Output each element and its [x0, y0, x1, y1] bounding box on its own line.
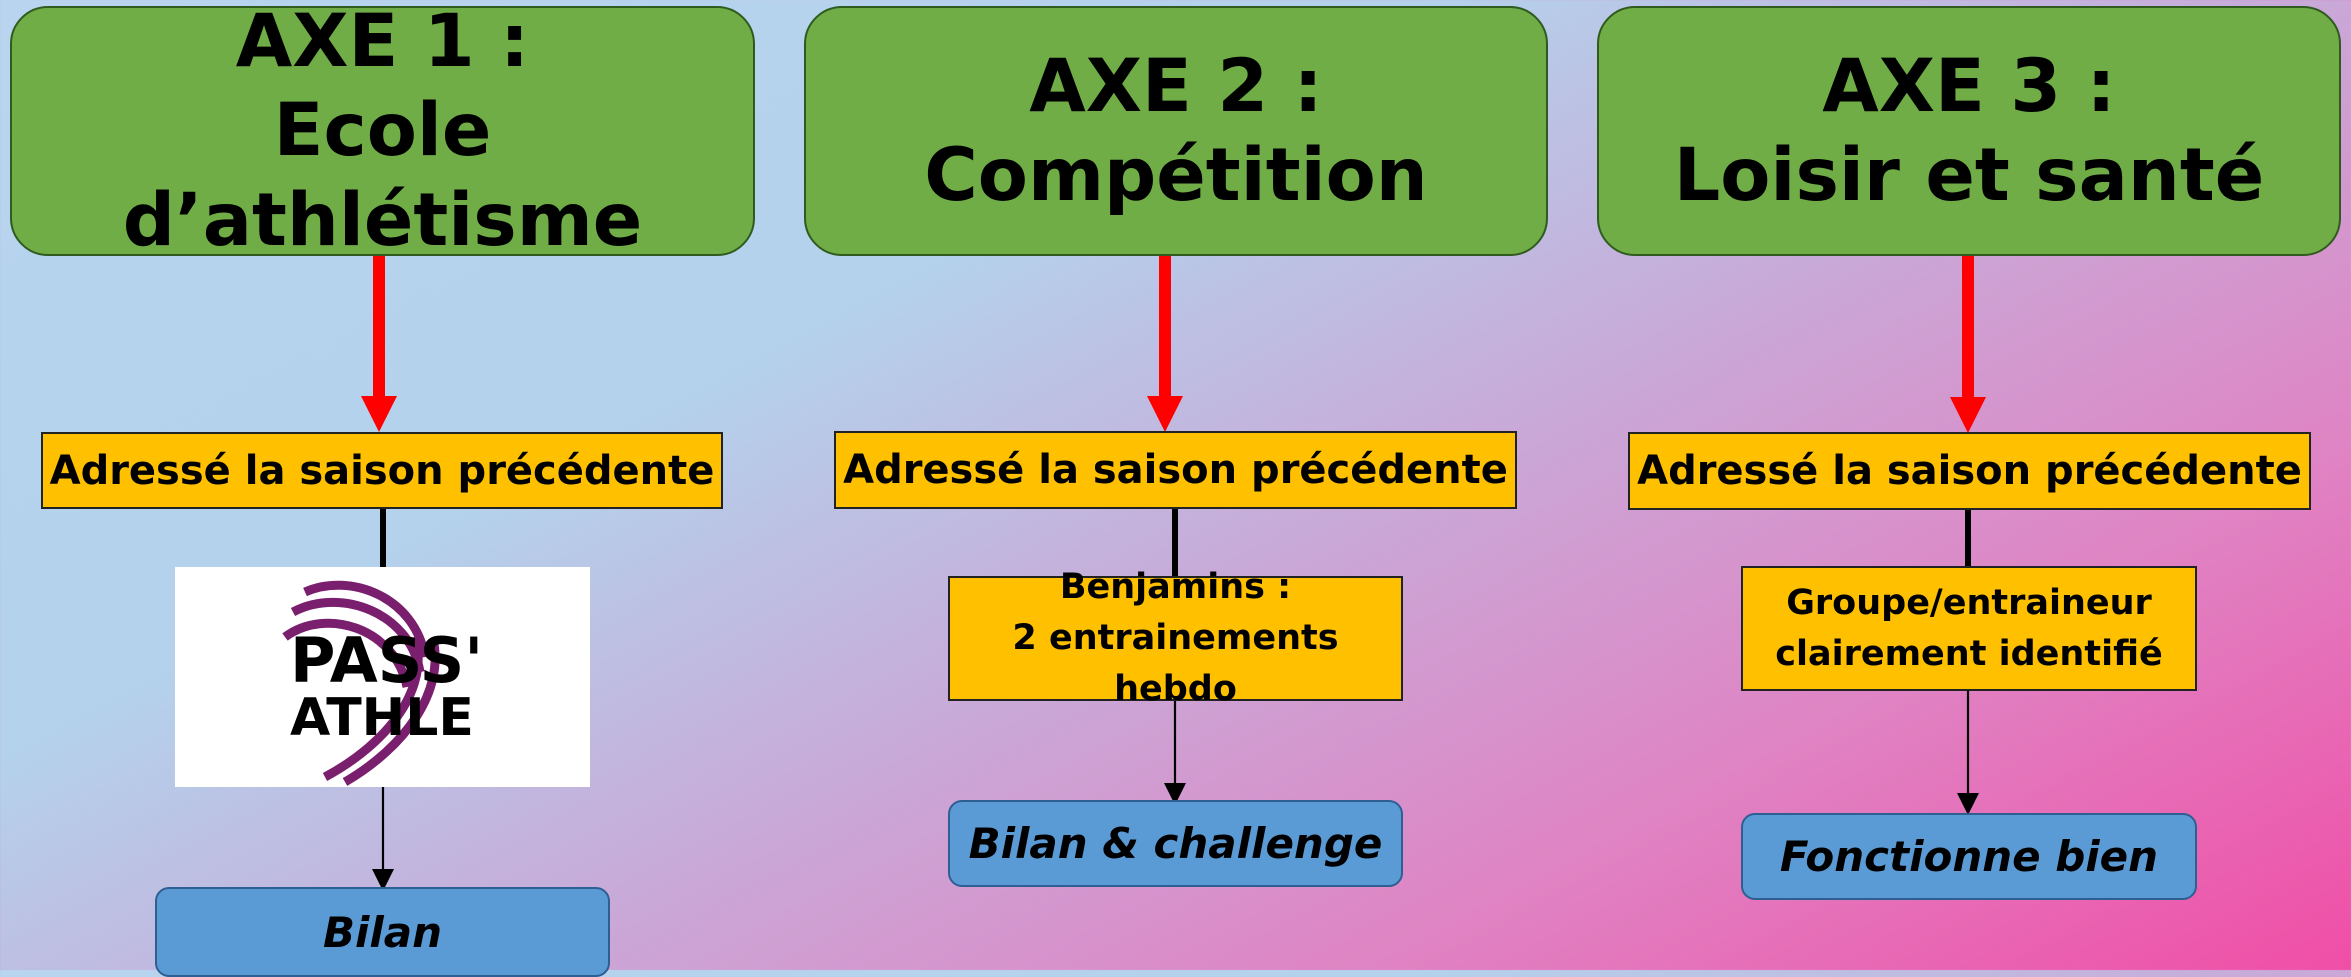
axe-1-subtitle: Ecole d’athlétisme — [122, 88, 643, 263]
axe-2-subtitle: Compétition — [924, 133, 1428, 218]
logo-line-2: ATHLE — [290, 688, 474, 748]
axe-2-header: AXE 2 : Compétition — [804, 6, 1548, 256]
axe-3-status: Adressé la saison précédente — [1628, 432, 2311, 510]
axe-3-result: Fonctionne bien — [1741, 813, 2197, 900]
logo-line-1: PASS' — [290, 624, 483, 697]
axe-1-title: AXE 1 : — [235, 0, 530, 85]
axe-2-title: AXE 2 : — [1029, 43, 1323, 129]
axe-3-title: AXE 3 : — [1822, 43, 2116, 129]
axe-1-header: AXE 1 : Ecole d’athlétisme — [10, 0, 755, 263]
axe-3-detail: Groupe/entraineur clairement identifié — [1741, 566, 2197, 691]
red-arrow-2 — [1147, 256, 1183, 432]
axe-2-result: Bilan & challenge — [948, 800, 1403, 887]
axe-2-detail: Benjamins : 2 entrainements hebdo — [948, 567, 1403, 709]
logo-swoosh — [282, 580, 440, 786]
axe-3-header: AXE 3 : Loisir et santé — [1597, 6, 2341, 256]
red-arrow-1 — [361, 256, 397, 432]
axe-3-detail-line-2: clairement identifié — [1775, 633, 2163, 674]
axe-3-detail-line-1: Groupe/entraineur — [1786, 582, 2152, 623]
red-arrow-3 — [1950, 256, 1986, 433]
axe-2-status: Adressé la saison précédente — [834, 431, 1517, 509]
axe-2-detail-line-1: Benjamins : — [1059, 567, 1292, 608]
axe-1-result: Bilan — [155, 887, 610, 977]
axe-2-detail-line-2: 2 entrainements hebdo — [1012, 618, 1339, 709]
pass-athle-logo-image: PASS' ATHLE — [282, 580, 483, 786]
axe-1-status: Adressé la saison précédente — [41, 432, 723, 509]
axe-3-subtitle: Loisir et santé — [1673, 133, 2265, 218]
pass-athle-logo: PASS' ATHLE — [175, 567, 590, 787]
